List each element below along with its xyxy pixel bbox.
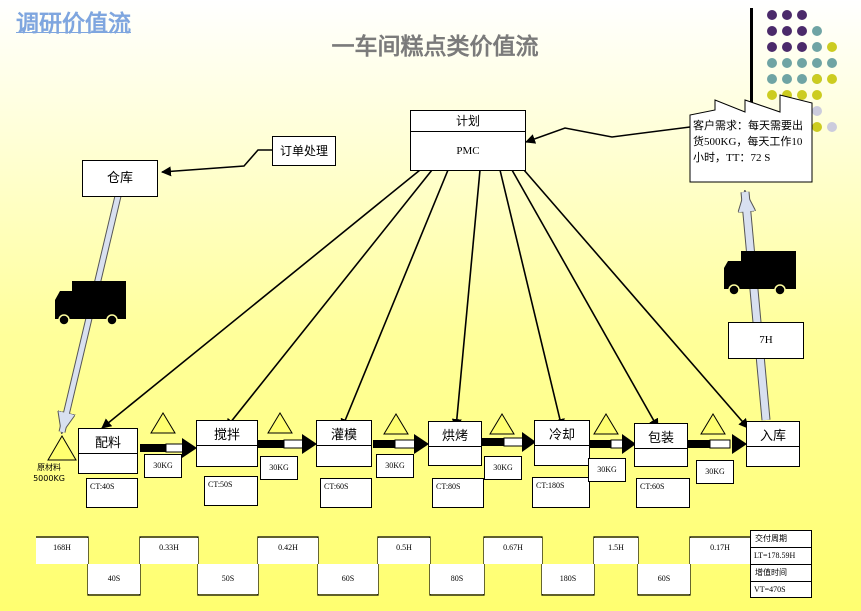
ct-box: CT:80S xyxy=(432,478,484,508)
vt-value: VT=470S xyxy=(754,585,786,594)
process-name: 灌模 xyxy=(317,421,371,446)
truck-icon-customer xyxy=(724,251,796,296)
cycle-time-label: 80S xyxy=(450,574,464,583)
process-box-cooling: 冷却 xyxy=(534,420,590,466)
process-box-warehousing: 入库 xyxy=(746,421,800,467)
shipping-lead-time: 7H xyxy=(728,322,804,359)
order-processing-label: 订单处理 xyxy=(272,136,336,166)
wait-time-label: 1.5H xyxy=(608,543,624,552)
process-name: 入库 xyxy=(747,422,799,447)
ct-box: CT:40S xyxy=(86,478,138,508)
planning-dept: PMC xyxy=(456,145,480,157)
customer-demand-text: 客户需求：每天需要出货500KG，每天工作10小时，TT：72 S xyxy=(693,120,803,164)
customer-factory-icon xyxy=(689,8,837,183)
ct-box: CT:60S xyxy=(320,478,372,508)
wait-time-label: 0.67H xyxy=(503,543,523,552)
cycle-time-label: 180S xyxy=(559,574,577,583)
inventory-label: 30KG xyxy=(376,454,414,478)
truck-icon-supplier xyxy=(55,281,126,326)
cycle-time-label: 50S xyxy=(221,574,235,583)
process-name: 冷却 xyxy=(535,421,589,446)
timeline-ladder xyxy=(36,536,750,596)
ct-box: CT:180S xyxy=(532,477,590,508)
process-name: 烘烤 xyxy=(429,422,481,447)
process-name: 包装 xyxy=(635,424,687,449)
inventory-label: 30KG xyxy=(260,456,298,480)
inventory-label: 30KG xyxy=(484,456,522,480)
diagram-title: 一车间糕点类价值流 xyxy=(331,34,539,60)
process-box-mixing: 搅拌 xyxy=(196,420,258,467)
cycle-time-label: 40S xyxy=(107,574,121,583)
warehouse-box: 仓库 xyxy=(82,160,158,197)
inventory-label: 30KG xyxy=(588,458,626,482)
cycle-time-label: 60S xyxy=(657,574,671,583)
raw-material-label: 原材料 5000KG xyxy=(26,462,72,484)
lt-title: 交付周期 xyxy=(751,531,811,548)
push-arrows xyxy=(140,432,747,458)
process-name: 配料 xyxy=(79,429,137,454)
inventory-label: 30KG xyxy=(696,460,734,484)
inventory-triangles xyxy=(150,412,726,435)
wait-time-label: 0.5H xyxy=(396,543,412,552)
process-box-packing: 包装 xyxy=(634,423,688,467)
wait-time-label: 0.33H xyxy=(159,543,179,552)
wait-time-label: 0.17H xyxy=(710,543,730,552)
raw-material-name: 原材料 xyxy=(37,463,61,472)
raw-material-qty: 5000KG xyxy=(33,474,65,483)
vt-title: 增值时间 xyxy=(751,565,811,582)
process-box-baking: 烘烤 xyxy=(428,421,482,466)
wait-time-label: 168H xyxy=(53,543,71,552)
ct-box: CT:50S xyxy=(204,476,258,506)
inventory-label: 30KG xyxy=(144,454,182,478)
process-box-batching: 配料 xyxy=(78,428,138,474)
ct-box: CT:60S xyxy=(636,478,690,508)
lead-time-summary: 交付周期 LT=178.59H 增值时间 VT=470S xyxy=(750,530,812,598)
planning-title: 计划 xyxy=(411,111,525,132)
lt-value: LT=178.59H xyxy=(751,548,811,565)
planning-box: 计划 PMC xyxy=(410,110,526,171)
corner-title: 调研价值流 xyxy=(16,11,131,37)
cycle-time-label: 60S xyxy=(341,574,355,583)
process-name: 搅拌 xyxy=(197,421,257,446)
wait-time-label: 0.42H xyxy=(278,543,298,552)
process-box-molding: 灌模 xyxy=(316,420,372,467)
